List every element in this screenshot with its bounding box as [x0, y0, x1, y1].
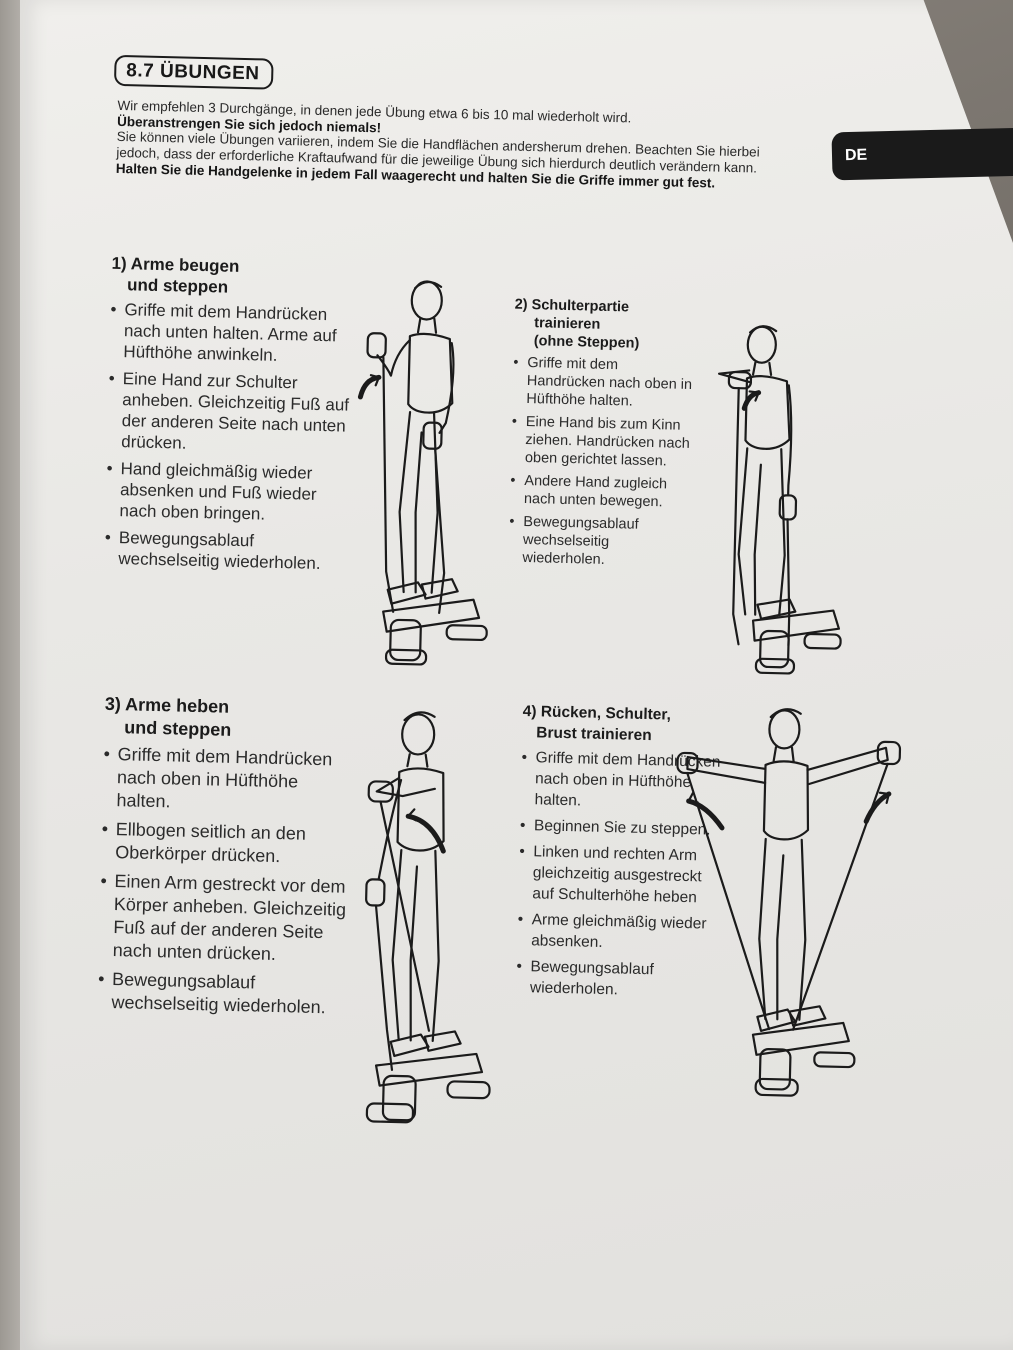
- exercise-1-step: Bewegungsablauf wechselseitig wiederhole…: [104, 527, 355, 575]
- exercise-3-steps: Griffe mit dem Handrücken nach oben in H…: [97, 743, 354, 1020]
- exercise-3-step: Bewegungsablauf wechselseitig wiederhole…: [97, 968, 348, 1020]
- exercise-2-title-line-3: (ohne Steppen): [533, 333, 640, 352]
- exercise-1-step: Griffe mit dem Handrücken nach unten hal…: [109, 299, 360, 368]
- exercise-1-title: 1) Arme beugen und steppen: [111, 253, 362, 301]
- exercise-1: 1) Arme beugen und steppen Griffe mit de…: [104, 253, 362, 581]
- exercise-1-steps: Griffe mit dem Handrücken nach unten hal…: [104, 299, 361, 575]
- exercise-1-step: Eine Hand zur Schulter anheben. Gleichze…: [107, 368, 359, 458]
- exercise-3-step: Einen Arm gestreckt vor dem Körper anheb…: [99, 870, 351, 968]
- exercise-3-title: 3) Arme heben und steppen: [104, 693, 355, 745]
- exercise-4-title-line-1: 4) Rücken, Schulter,: [522, 702, 672, 724]
- exercise-3: 3) Arme heben und steppen Griffe mit dem…: [97, 693, 355, 1026]
- exercise-3-title-line-2: und steppen: [124, 717, 232, 740]
- manual-page: [20, 0, 1013, 1350]
- exercise-2-steps: Griffe mit dem Handrücken nach oben in H…: [508, 354, 693, 571]
- stepper-arm-curl-illustration: [346, 271, 506, 675]
- section-title: 8.7 ÜBUNGEN: [113, 54, 274, 90]
- exercise-2-step: Andere Hand zugleich nach unten bewegen.: [510, 472, 691, 512]
- exercise-2-step: Bewegungsablauf wechselseitig wiederhole…: [508, 513, 689, 571]
- stepper-arm-raise-illustration: [342, 699, 503, 1143]
- exercise-2: 2) Schulterpartie trainieren (ohne Stepp…: [508, 296, 695, 576]
- exercise-2-title: 2) Schulterpartie trainieren (ohne Stepp…: [514, 296, 695, 354]
- exercise-3-step: Griffe mit dem Handrücken nach oben in H…: [102, 743, 354, 818]
- exercise-1-title-line-1: 1) Arme beugen: [111, 253, 240, 276]
- exercise-1-step: Hand gleichmäßig wieder absenken und Fuß…: [105, 458, 356, 527]
- intro-text: Wir empfehlen 3 Durchgänge, in denen jed…: [116, 98, 788, 193]
- exercise-3-title-line-1: 3) Arme heben: [104, 693, 230, 717]
- stepper-back-shoulder-chest-illustration: [663, 697, 913, 1123]
- stepper-shoulder-illustration: [692, 313, 851, 687]
- exercise-2-step: Griffe mit dem Handrücken nach oben in H…: [512, 354, 693, 412]
- exercise-3-step: Ellbogen seitlich an den Oberkörper drüc…: [101, 818, 352, 870]
- exercise-1-title-line-2: und steppen: [126, 275, 229, 297]
- exercise-2-step: Eine Hand bis zum Kinn ziehen. Handrücke…: [511, 413, 692, 471]
- exercise-2-title-line-1: 2) Schulterpartie: [514, 296, 630, 316]
